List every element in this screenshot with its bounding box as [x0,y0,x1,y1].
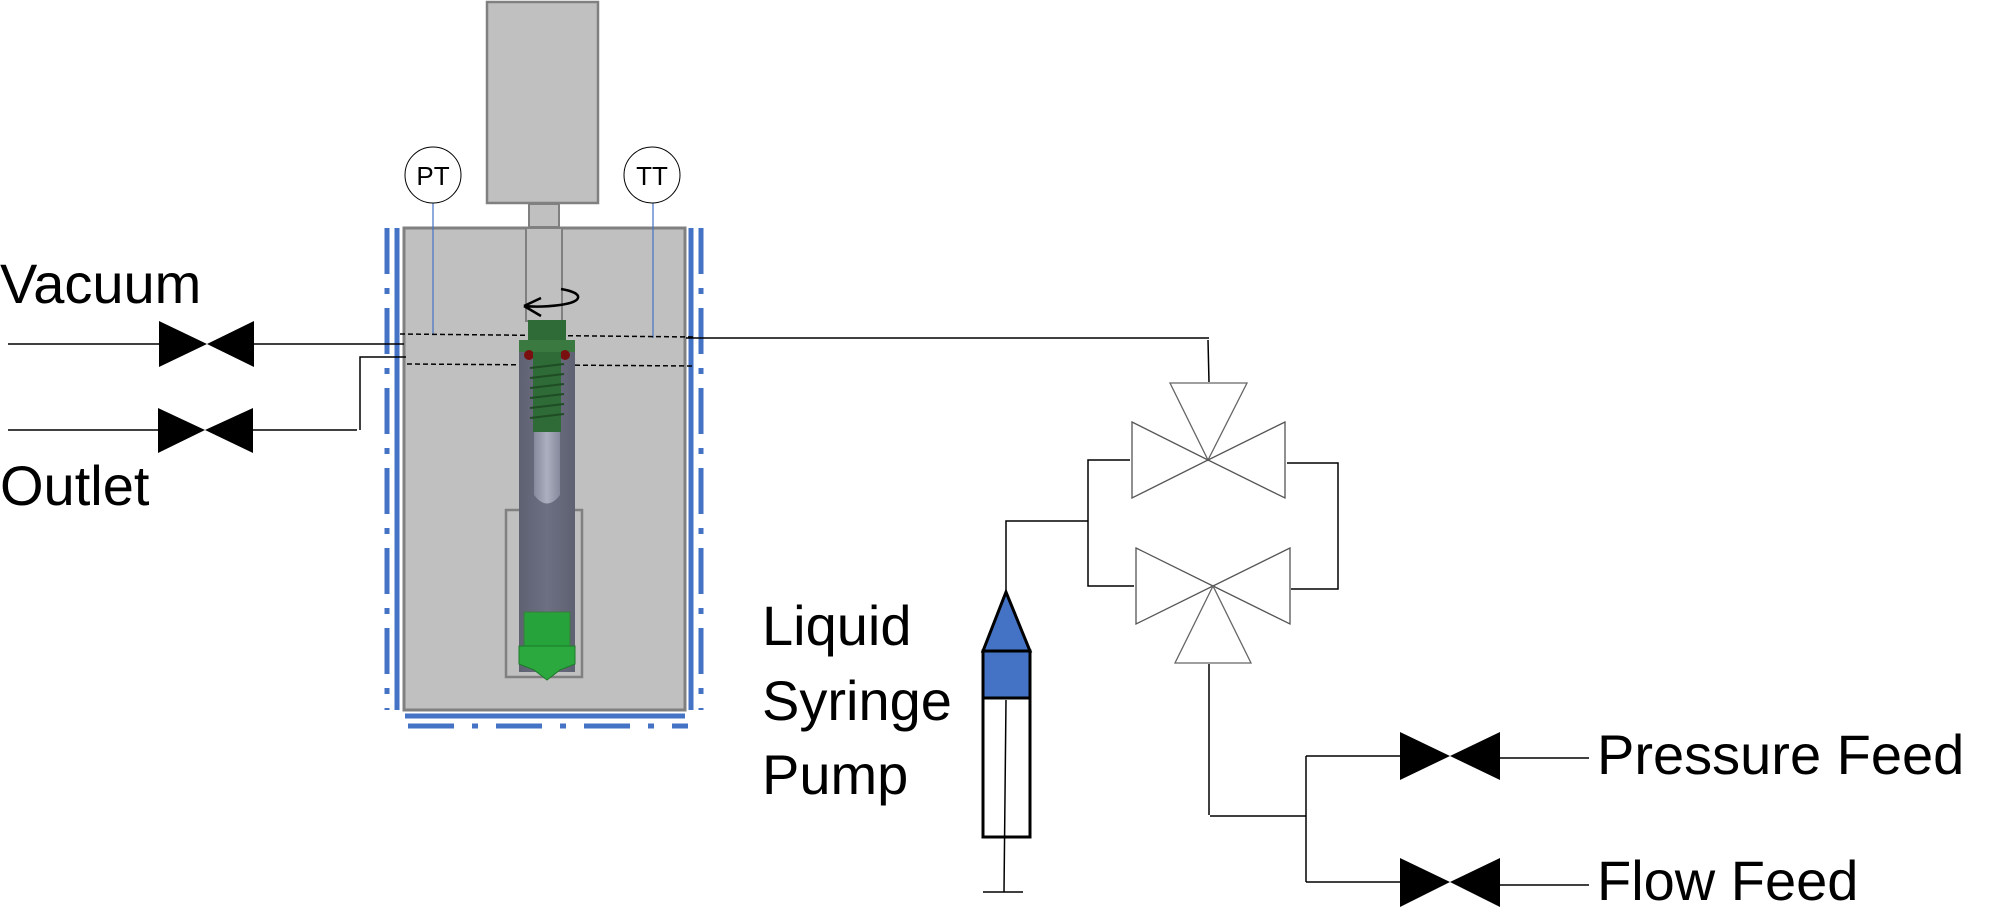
heating-jacket [384,228,704,729]
tt-instrument: TT [623,146,681,338]
tt-label: TT [636,161,668,191]
stirrer-motor [485,0,600,228]
pt-instrument: PT [404,146,462,334]
rotation-arrow-icon [523,287,580,318]
outlet-line [8,356,406,431]
pressure-feed-label: Pressure Feed [1597,723,1964,786]
vacuum-valve[interactable] [159,321,254,367]
outlet-valve[interactable] [158,408,253,453]
flow-feed-label: Flow Feed [1597,849,1858,909]
outlet-label: Outlet [0,454,150,517]
pt-label: PT [416,161,449,191]
sample-holder-assembly [504,320,584,681]
vacuum-label: Vacuum [0,252,201,315]
syringe-pump[interactable] [980,587,1033,893]
valve-interconnect [1005,459,1400,883]
syringe-label-line3: Pump [762,743,908,806]
pressure-feed-valve[interactable] [1400,732,1500,780]
syringe-label-line1: Liquid [762,594,911,657]
feed-line [686,337,1210,383]
syringe-label-line2: Syringe [762,669,952,732]
three-way-valve-bottom[interactable] [1135,546,1291,664]
flow-feed-valve[interactable] [1400,858,1500,907]
three-way-valve-top[interactable] [1131,382,1286,500]
